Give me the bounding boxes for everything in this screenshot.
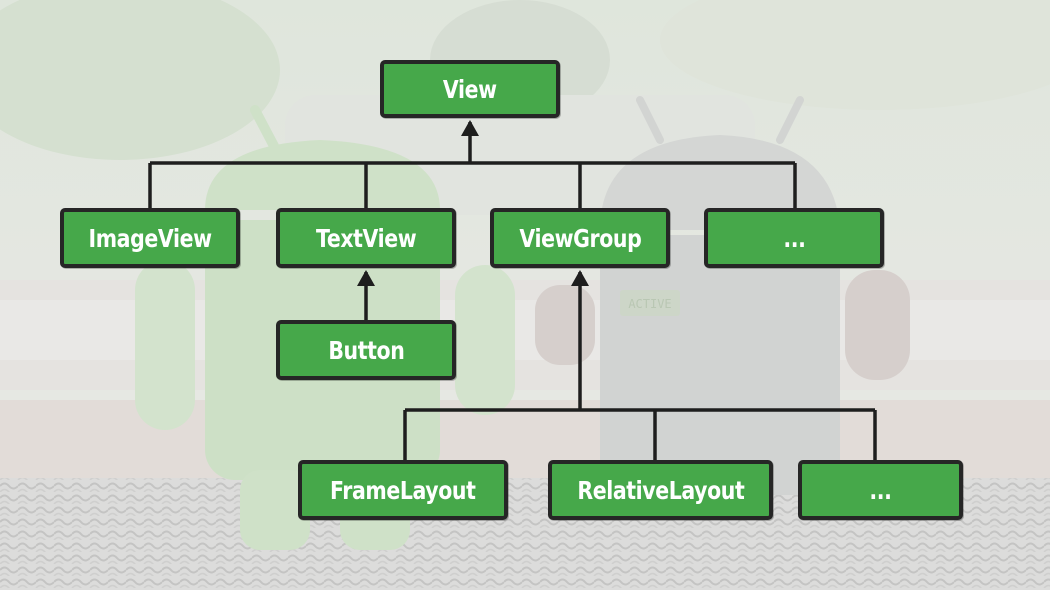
arrow-to-view-group (571, 270, 589, 286)
node-frame-layout: FrameLayout (298, 460, 508, 520)
node-more-children: ... (704, 208, 884, 268)
node-text-view: TextView (276, 208, 456, 268)
node-more-layouts: ... (798, 460, 963, 520)
arrow-to-text-view (357, 270, 375, 286)
node-view-group: ViewGroup (490, 208, 670, 268)
node-relative-layout: RelativeLayout (548, 460, 773, 520)
node-button: Button (276, 320, 456, 380)
arrow-to-view (461, 120, 479, 136)
robot-badge-text: ACTIVE (628, 297, 671, 311)
node-image-view: ImageView (60, 208, 240, 268)
node-view: View (380, 60, 560, 118)
